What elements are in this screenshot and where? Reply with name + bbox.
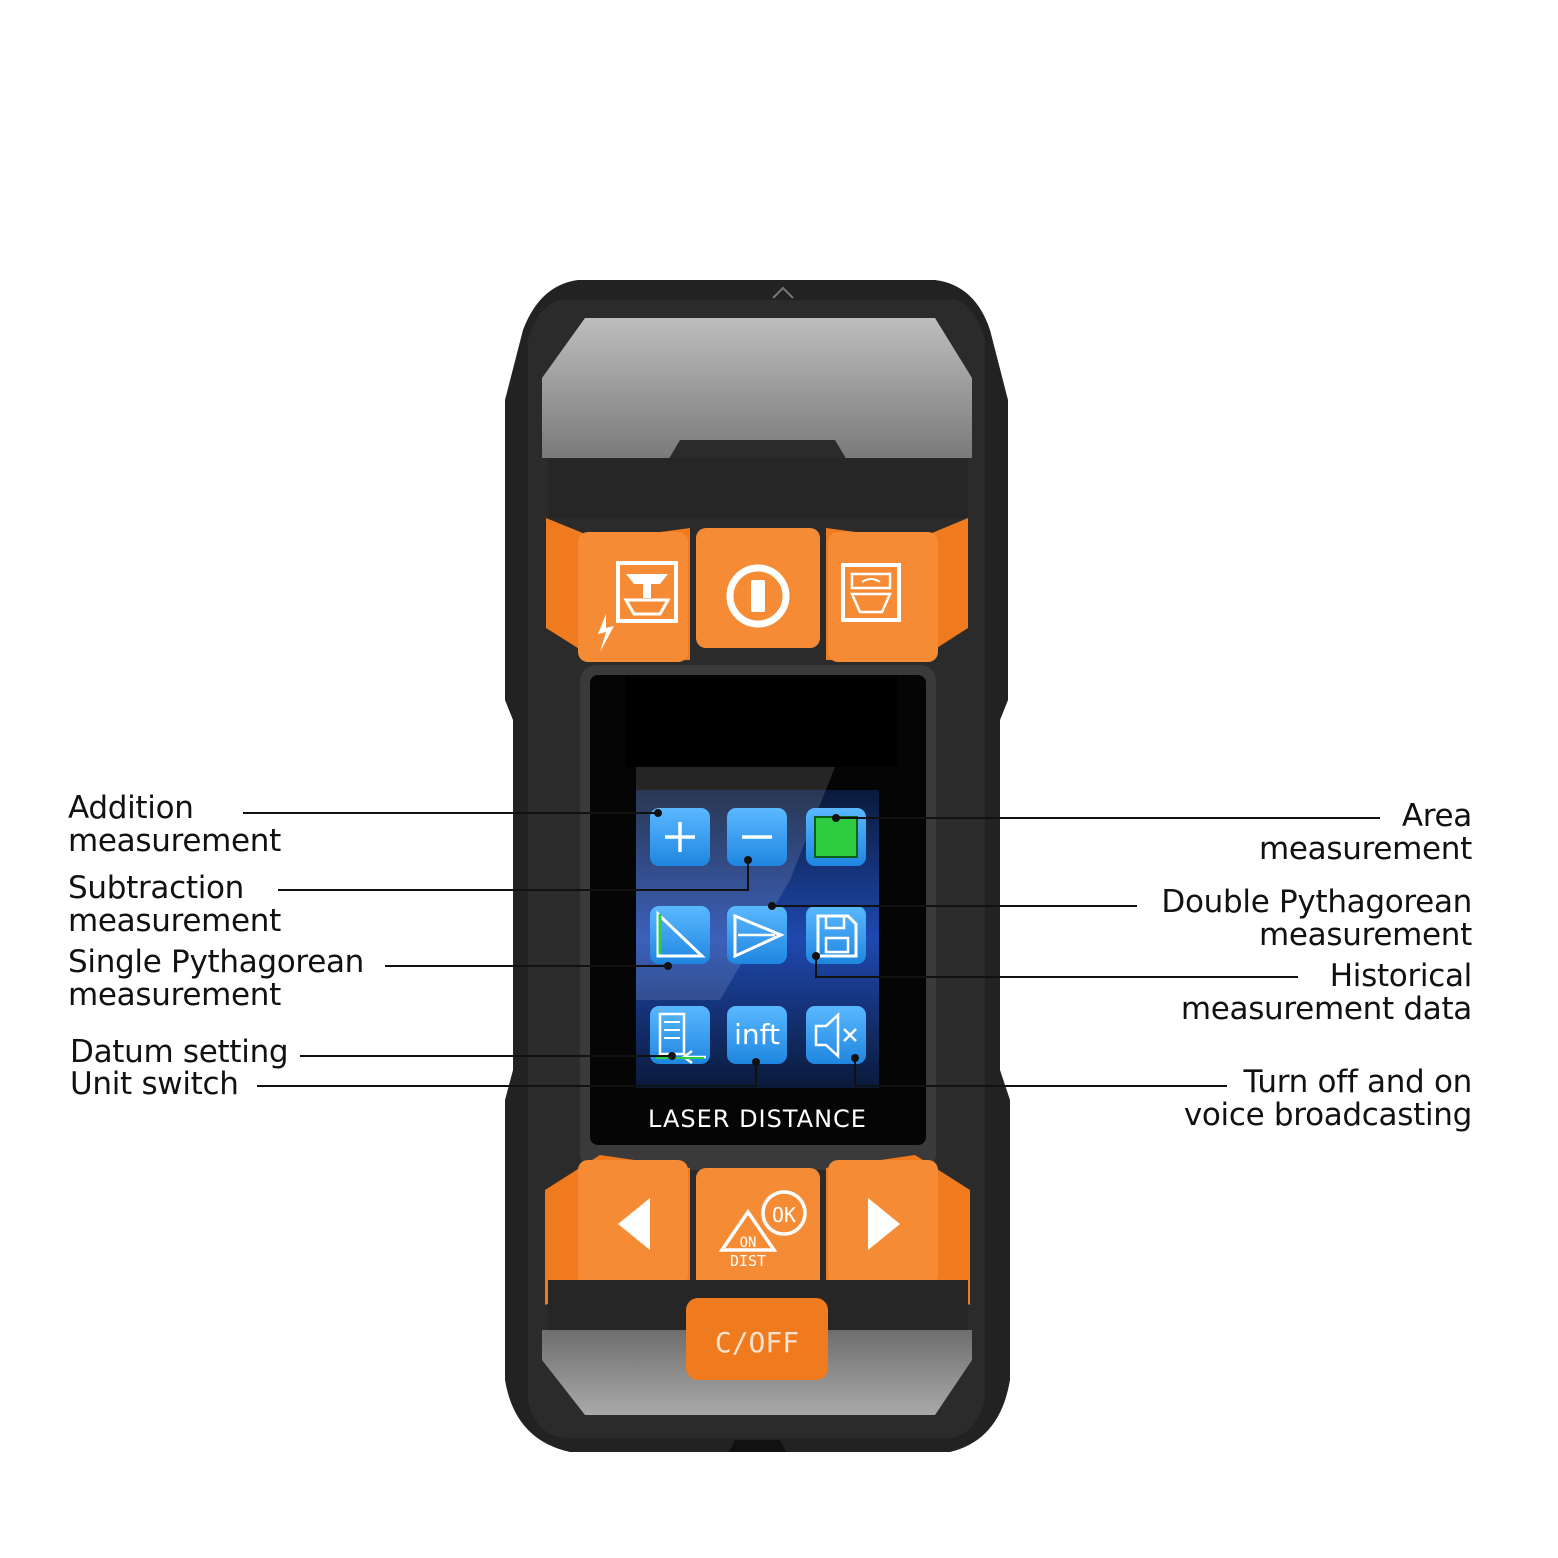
callout-double-pythagorean: Double Pythagorean measurement xyxy=(1161,886,1472,952)
callout-double-pythagorean-line2: measurement xyxy=(1259,917,1472,953)
leader-unit xyxy=(257,1062,757,1087)
callout-voice-line2: voice broadcasting xyxy=(1183,1097,1472,1133)
callout-single-pythagorean: Single Pythagorean measurement xyxy=(68,946,364,1012)
screen-title: LASER DISTANCE xyxy=(648,1105,867,1133)
measure-ok-button[interactable]: OK ON DIST xyxy=(718,1190,807,1270)
svg-text:inft: inft xyxy=(734,1018,780,1051)
callout-area: Area measurement xyxy=(1259,800,1472,866)
level-bubble-icon xyxy=(861,578,881,583)
leader-subtraction xyxy=(278,860,749,891)
subtraction-icon[interactable] xyxy=(727,808,787,866)
callout-lines xyxy=(243,812,1380,1087)
callout-voice-line1: Turn off and on xyxy=(1243,1064,1472,1100)
power-button[interactable] xyxy=(726,564,790,628)
top-cap xyxy=(542,318,972,458)
laser-lightning-icon xyxy=(598,614,614,652)
top-notch xyxy=(667,440,848,462)
addition-icon[interactable] xyxy=(650,808,710,866)
callout-single-pythagorean-line1: Single Pythagorean xyxy=(68,944,365,980)
callout-history-line1: Historical xyxy=(1329,958,1473,994)
leader-history xyxy=(815,956,1298,978)
history-save-icon[interactable] xyxy=(806,906,866,964)
right-arrow-button[interactable] xyxy=(868,1198,900,1250)
callout-datum: Datum setting xyxy=(70,1034,289,1070)
callout-history: Historical measurement data xyxy=(1181,960,1472,1026)
callout-history-line2: measurement data xyxy=(1180,991,1472,1027)
screen-panel xyxy=(625,675,897,767)
bottom-notch xyxy=(729,1440,786,1452)
left-arrow-button[interactable] xyxy=(618,1198,650,1250)
callout-subtraction: Subtraction measurement xyxy=(68,872,281,938)
single-pythagorean-icon[interactable] xyxy=(650,906,710,964)
svg-text:DIST: DIST xyxy=(730,1252,766,1270)
svg-text:ON: ON xyxy=(740,1235,757,1251)
double-pythagorean-icon[interactable] xyxy=(727,906,787,964)
callout-voice: Turn off and on voice broadcasting xyxy=(1184,1066,1472,1132)
clear-off-button[interactable]: C/OFF xyxy=(686,1298,828,1380)
area-icon[interactable] xyxy=(806,808,866,866)
callout-subtraction-line2: measurement xyxy=(68,903,281,939)
level-button[interactable] xyxy=(841,563,901,622)
callout-unit: Unit switch xyxy=(70,1068,239,1101)
callout-single-pythagorean-line2: measurement xyxy=(68,977,281,1013)
callout-unit-line1: Unit switch xyxy=(70,1066,239,1102)
voice-toggle-icon[interactable] xyxy=(806,1006,866,1064)
callout-datum-line1: Datum setting xyxy=(70,1034,289,1070)
datum-setting-icon[interactable] xyxy=(650,1006,710,1064)
svg-text:C/OFF: C/OFF xyxy=(715,1326,799,1359)
callout-dots xyxy=(654,809,859,1066)
laser-display-button[interactable] xyxy=(616,561,678,623)
callout-addition-line2: measurement xyxy=(68,823,281,859)
callout-addition: Addition measurement xyxy=(68,792,281,858)
top-band xyxy=(548,458,968,518)
callout-area-line1: Area xyxy=(1401,798,1472,834)
callout-area-line2: measurement xyxy=(1259,831,1472,867)
leader-voice xyxy=(854,1058,1227,1087)
unit-switch-icon[interactable]: inft xyxy=(727,1006,787,1064)
callout-subtraction-line1: Subtraction xyxy=(68,870,245,906)
callout-double-pythagorean-line1: Double Pythagorean xyxy=(1161,884,1472,920)
svg-text:OK: OK xyxy=(772,1203,796,1227)
callout-addition-line1: Addition xyxy=(68,790,194,826)
